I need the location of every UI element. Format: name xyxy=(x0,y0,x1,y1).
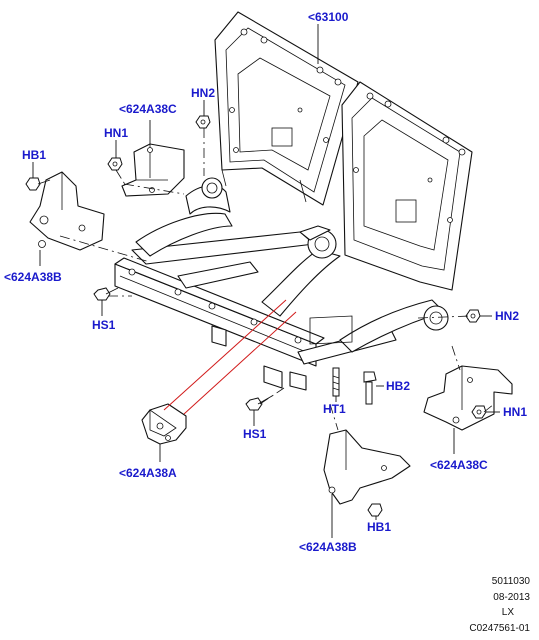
bolt-ht1 xyxy=(332,367,340,397)
footer-line-3: LX xyxy=(502,607,515,618)
screw-hs1-left xyxy=(93,287,119,301)
label-bracket-c-top: <624A38C xyxy=(119,102,177,116)
nut-hn1-left xyxy=(107,157,123,171)
seat-cushion-frame xyxy=(114,177,449,391)
bracket-624a38c-top xyxy=(121,143,185,197)
nut-hn2-top xyxy=(195,115,211,129)
label-bracket-b-bottom: <624A38B xyxy=(299,540,357,554)
seat-back-frame-right xyxy=(341,81,473,291)
seat-back-frame-left xyxy=(214,11,359,206)
part-labels: <63100 HN2 <624A38C HN1 HB1 <624A38B HS1… xyxy=(4,10,527,554)
label-hn1-left: HN1 xyxy=(104,126,128,140)
diagram-footer: 5011030 08-2013 LX C0247561-01 xyxy=(469,576,530,634)
label-hs1-mid: HS1 xyxy=(243,427,267,441)
label-hb1-bottom: HB1 xyxy=(367,520,391,534)
label-bracket-a: <624A38A xyxy=(119,466,177,480)
label-bracket-c-right: <624A38C xyxy=(430,458,488,472)
nut-hn1-right xyxy=(471,405,487,419)
bracket-624a38b-left xyxy=(29,171,105,251)
nut-hn2-right xyxy=(465,309,481,323)
bolt-hb1-left xyxy=(25,177,51,191)
bracket-624a38a xyxy=(141,403,187,445)
screw-hs1-mid xyxy=(245,395,273,411)
label-hn2-right: HN2 xyxy=(495,309,519,323)
label-seat-back: <63100 xyxy=(308,10,349,24)
footer-line-1: 5011030 xyxy=(492,576,531,587)
bolt-hb1-bottom xyxy=(367,503,383,517)
label-hs1-left: HS1 xyxy=(92,318,116,332)
red-callout-lines xyxy=(163,299,297,415)
footer-line-4: C0247561-01 xyxy=(469,623,530,634)
bracket-624a38b-bottom xyxy=(323,429,411,505)
label-bracket-b-left: <624A38B xyxy=(4,270,62,284)
label-hn1-right: HN1 xyxy=(503,405,527,419)
label-hn2-top: HN2 xyxy=(191,86,215,100)
label-ht1: HT1 xyxy=(323,402,346,416)
bolt-hb2 xyxy=(363,371,377,405)
footer-line-2: 08-2013 xyxy=(493,592,530,603)
label-hb1-left: HB1 xyxy=(22,148,46,162)
center-lines xyxy=(59,128,495,431)
bracket-624a38c-right xyxy=(423,365,513,431)
label-hb2: HB2 xyxy=(386,379,410,393)
leader-lines xyxy=(32,24,500,538)
